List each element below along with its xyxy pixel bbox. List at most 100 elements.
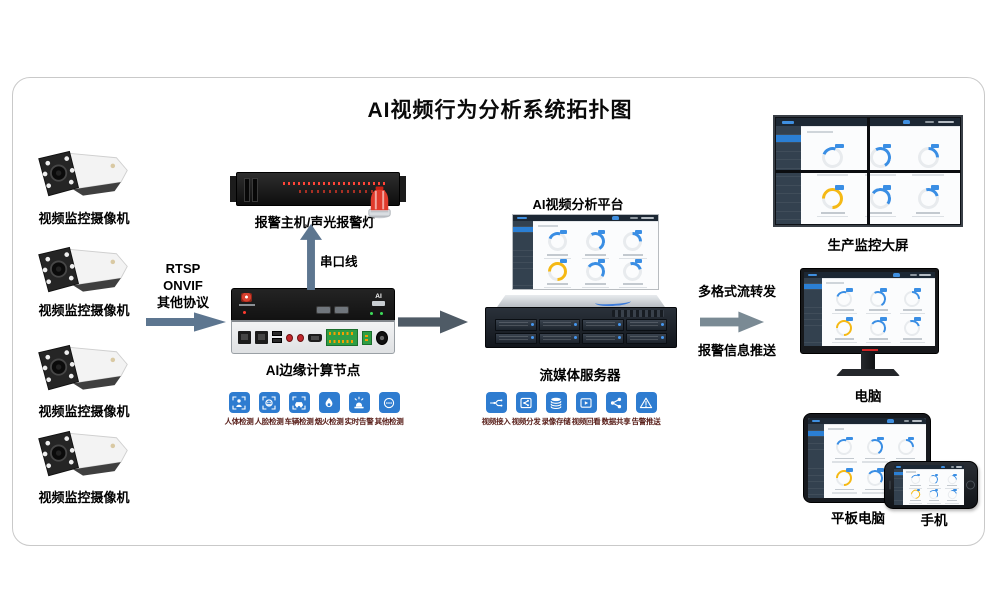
lan-port-2 — [254, 331, 268, 344]
gauge-text-bar — [928, 485, 939, 487]
gauge-donut — [928, 474, 939, 485]
topbar-button — [955, 466, 962, 468]
topbar-button — [925, 120, 935, 124]
edge-feature-icons: 人体检测人脸检测车辆检测烟火检测实时告警其他检测 — [224, 392, 404, 427]
gauge-donut — [868, 186, 893, 211]
feature-label: 视频回看 — [571, 417, 601, 426]
video-playback-icon — [575, 392, 597, 413]
camera-4-label: 视频监控摄像机 — [38, 490, 130, 505]
protocol-line-1: RTSP — [165, 261, 201, 276]
gauge-tag — [883, 143, 892, 149]
edge-node-port-panel — [231, 320, 395, 354]
dashboard-sidebar — [776, 126, 801, 224]
gauge-grid — [539, 228, 652, 289]
gauge-text-bar — [820, 212, 845, 214]
human-detect-feature: 人体检测 — [224, 392, 254, 427]
terminal-block-small — [362, 330, 372, 345]
pc-monitor-icon — [800, 268, 939, 354]
gauge-donut — [928, 489, 939, 500]
feature-label: 数据共享 — [601, 417, 631, 426]
gauge-tag — [846, 468, 854, 472]
dashboard-sidebar — [804, 277, 822, 346]
gauge-tag — [635, 259, 643, 264]
camera-2-icon — [32, 242, 134, 298]
feature-label: 视频接入 — [481, 417, 511, 426]
gauge-tag — [635, 229, 643, 234]
forward-top-label: 多格式流转发 — [697, 284, 776, 299]
record-storage-feature: 录像存储 — [541, 392, 571, 427]
dashboard-gauge — [906, 488, 924, 505]
dashboard-content — [903, 469, 964, 505]
cloud-icon — [941, 465, 946, 469]
forward-bottom-label: 报警信息推送 — [697, 343, 776, 358]
dashboard-screen — [808, 418, 926, 498]
gauge-text-bar — [862, 461, 888, 463]
monitor-brand-logo — [861, 348, 878, 351]
gauge-text-bar — [862, 492, 888, 494]
dashboard-content — [800, 126, 960, 224]
video-distribute-feature: 视频分发 — [511, 392, 541, 427]
video-ingest-feature: 视频接入 — [481, 392, 511, 427]
gauge-text-bar — [834, 457, 854, 460]
lan-port-1 — [238, 331, 251, 344]
phone-label: 手机 — [920, 513, 948, 528]
realtime-alarm-icon — [348, 392, 370, 413]
server-logo-swoosh — [595, 297, 632, 307]
dashboard-screen — [513, 215, 658, 289]
dashboard-gauge — [809, 139, 857, 181]
protocol-line-3: 其他协议 — [156, 295, 209, 310]
phone-icon — [884, 461, 978, 509]
tablet-screen — [808, 418, 926, 498]
hdmi-port — [307, 333, 322, 342]
dashboard-gauge — [614, 258, 652, 289]
dashboard-gauge — [895, 316, 929, 345]
feature-label: 实时告警 — [344, 417, 374, 426]
gauge-tag — [559, 229, 568, 234]
audio-jack — [296, 333, 304, 342]
gauge-text-bar — [946, 500, 958, 502]
dashboard-gauge — [829, 465, 860, 496]
rack-handle — [244, 178, 250, 202]
dashboard-gauge — [904, 181, 952, 223]
gauge-text-bar — [834, 338, 854, 340]
gauge-text-bar — [916, 212, 941, 214]
dashboard-gauge — [827, 287, 861, 316]
gauge-text-bar — [865, 312, 891, 315]
gauge-text-bar — [945, 503, 959, 505]
fire-detect-feature: 烟火检测 — [314, 392, 344, 427]
server-io-panel — [612, 310, 664, 317]
gauge-tag — [597, 229, 605, 234]
dashboard-logo — [807, 273, 818, 277]
rack-ear — [486, 309, 493, 346]
power-led — [243, 311, 246, 314]
drive-bays — [495, 319, 667, 344]
dashboard-screen — [776, 118, 960, 224]
dashboard-logo — [517, 216, 528, 220]
gauge-tag — [914, 317, 922, 321]
gauge-text-bar — [868, 212, 893, 214]
face-detect-icon — [258, 392, 280, 413]
alarm-push-feature: 告警推送 — [631, 392, 661, 427]
platform-screenshot — [512, 214, 659, 290]
rack-ear — [669, 309, 676, 346]
ai-badge: AI — [371, 293, 386, 306]
gauge-text-bar — [868, 338, 888, 340]
gauge-tag — [934, 489, 939, 492]
gauge-text-bar — [910, 500, 921, 502]
gauge-tag — [880, 288, 888, 293]
pc-label: 电脑 — [854, 389, 882, 404]
gauge-donut — [865, 437, 885, 457]
topbar-button — [911, 420, 923, 423]
gauge-text-bar — [816, 174, 849, 176]
gauge-text-bar — [946, 485, 958, 487]
camera-3-icon — [32, 340, 134, 396]
gauge-text-bar — [908, 488, 923, 490]
gauge-text-bar — [584, 283, 606, 285]
gauge-text-bar — [622, 254, 644, 256]
video-wall-label: 生产监控大屏 — [827, 238, 909, 253]
platform-label: AI视频分析平台 — [532, 197, 624, 212]
dashboard-gauge — [614, 228, 652, 260]
monitor-stand-neck — [861, 352, 875, 369]
edge-node-label: AI边缘计算节点 — [265, 363, 361, 378]
